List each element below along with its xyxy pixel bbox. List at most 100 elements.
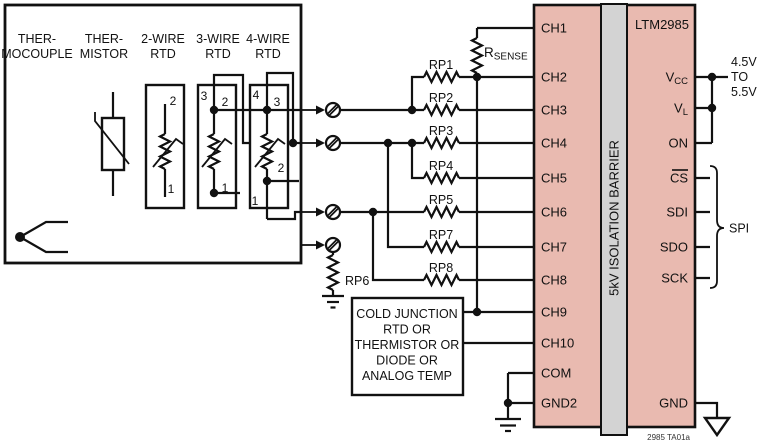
junction-dot <box>472 72 482 82</box>
supply-line-2: TO <box>731 70 748 84</box>
junction-dot <box>407 105 417 115</box>
screw-terminals <box>324 101 342 254</box>
junction-dot <box>15 232 25 242</box>
rp4-resistor <box>423 170 460 186</box>
thermistor-label-2: MISTOR <box>80 47 128 61</box>
cold-junction-line-4: DIODE OR <box>376 354 438 368</box>
spi-brace <box>709 165 725 289</box>
terminal-1: 1 <box>168 182 175 196</box>
pin-label-ch9: CH9 <box>541 305 567 320</box>
screw-terminal-icon <box>324 134 342 152</box>
cold-junction-line-5: ANALOG TEMP <box>362 369 452 383</box>
pin-label-vl: VL <box>674 101 688 119</box>
rp5-resistor <box>423 204 460 220</box>
rtd-4wire-symbol: 4 3 2 1 <box>248 71 301 221</box>
junction-dot <box>262 176 272 186</box>
rp2-resistor <box>423 102 460 118</box>
rsense-resistor <box>469 37 485 74</box>
screw-terminal-icon <box>324 101 342 119</box>
arrow-icon <box>302 138 325 148</box>
rp8-wire <box>371 212 534 282</box>
ic-right-pin-labels: VCC VL ON CS SDI SDO SCK GND <box>659 70 688 411</box>
input-arrows <box>302 105 325 250</box>
junction-dot <box>707 72 717 82</box>
rp2-label: RP2 <box>429 91 453 105</box>
ic-part-number: LTM2985 <box>635 17 689 32</box>
spi-label: SPI <box>729 222 749 236</box>
ic-block: 5kV ISOLATION BARRIER LTM2985 CH1 CH2 CH… <box>532 3 697 436</box>
junction-dot <box>383 138 393 148</box>
ic-left-pin-labels: CH1 CH2 CH3 CH4 CH5 CH6 CH7 CH8 CH9 CH10… <box>541 21 577 411</box>
rtd-2wire-symbol: 2 1 <box>144 83 186 210</box>
rp1-label: RP1 <box>429 58 453 72</box>
rtd-resistor-zigzag <box>206 133 222 170</box>
sensor-box-outline <box>3 3 303 265</box>
pin-label-sdi: SDI <box>666 205 688 220</box>
rp1-wire <box>410 75 534 110</box>
rp7-label: RP7 <box>429 228 453 242</box>
spi-pin-stubs <box>695 176 710 280</box>
figure-caption: 2985 TA01a <box>647 433 690 442</box>
rtd-variable-arrow <box>201 137 233 168</box>
thermistor-icon <box>94 92 130 196</box>
arrow-icon <box>302 240 325 250</box>
cold-junction-line-2: RTD OR <box>383 323 431 337</box>
cold-junction-box: COLD JUNCTION RTD OR THERMISTOR OR DIODE… <box>350 296 465 397</box>
rtd2-label-2: RTD <box>150 47 175 61</box>
isolation-barrier-label: 5kV ISOLATION BARRIER <box>607 140 622 296</box>
rp3-resistor <box>423 135 460 151</box>
supply-wiring: 4.5V TO 5.5V <box>695 55 757 145</box>
terminal-3: 3 <box>274 95 281 109</box>
rp5-label: RP5 <box>429 193 453 207</box>
terminal-2: 2 <box>222 95 229 109</box>
terminal-4: 4 <box>253 88 260 102</box>
rtd4-label-2: RTD <box>255 47 280 61</box>
supply-line-3: 5.5V <box>731 85 757 99</box>
ground-triangle-icon <box>702 416 732 438</box>
pin-label-ch3: CH3 <box>541 103 567 118</box>
screw-terminal-icon <box>324 203 342 221</box>
rsense-label: RSENSE <box>484 45 528 63</box>
cold-junction-line-1: COLD JUNCTION <box>356 307 457 321</box>
junction-dot <box>407 138 417 148</box>
rtd-variable-arrow <box>254 137 286 168</box>
rp8-label: RP8 <box>429 261 453 275</box>
pin-label-on: ON <box>669 136 689 151</box>
sensor-box: THER- MOCOUPLE THER- MISTOR 2-WIRE RTD 3… <box>1 3 303 265</box>
supply-line-1: 4.5V <box>731 55 757 69</box>
rtd2-label-1: 2-WIRE <box>141 32 185 46</box>
pin-label-vcc: VCC <box>666 70 689 88</box>
sensor-type-labels: THER- MOCOUPLE THER- MISTOR 2-WIRE RTD 3… <box>1 32 290 61</box>
arrow-icon <box>302 207 325 217</box>
pin-label-ch1: CH1 <box>541 21 567 36</box>
rtd-resistor-zigzag <box>157 133 173 170</box>
terminal-1: 1 <box>252 194 259 208</box>
channel-wiring <box>322 26 534 433</box>
cold-junction-line-3: THERMISTOR OR <box>355 338 460 352</box>
gnd-wire <box>695 401 719 418</box>
com-gnd2-wire <box>506 371 534 419</box>
pin-label-sck: SCK <box>661 271 688 286</box>
thermistor-label-1: THER- <box>85 32 123 46</box>
junction-dot <box>209 188 219 198</box>
terminal-2: 2 <box>170 94 177 108</box>
pin-label-gnd2: GND2 <box>541 396 577 411</box>
pin-label-ch8: CH8 <box>541 273 567 288</box>
spi-port: SPI <box>695 165 749 289</box>
junction-dot <box>288 138 298 148</box>
cold-junction-outline <box>350 296 465 397</box>
ground-icon <box>495 417 521 433</box>
rtd-resistor-zigzag <box>259 133 275 170</box>
pin-label-ch6: CH6 <box>541 205 567 220</box>
pin-label-ch7: CH7 <box>541 240 567 255</box>
rp3-label: RP3 <box>429 124 453 138</box>
terminal-3: 3 <box>201 89 208 103</box>
screw-terminal-icon <box>324 236 342 254</box>
resistor-labels: RP1 RP2 RP3 RP4 RP5 RP6 RP7 RP8 RSENSE <box>345 45 528 288</box>
rp6-label: RP6 <box>345 274 369 288</box>
rtd3-label-1: 3-WIRE <box>196 32 240 46</box>
junction-dot <box>503 398 513 408</box>
thermocouple-icon <box>15 220 68 254</box>
pin-label-ch5: CH5 <box>541 171 567 186</box>
rp1-resistor <box>423 69 460 85</box>
